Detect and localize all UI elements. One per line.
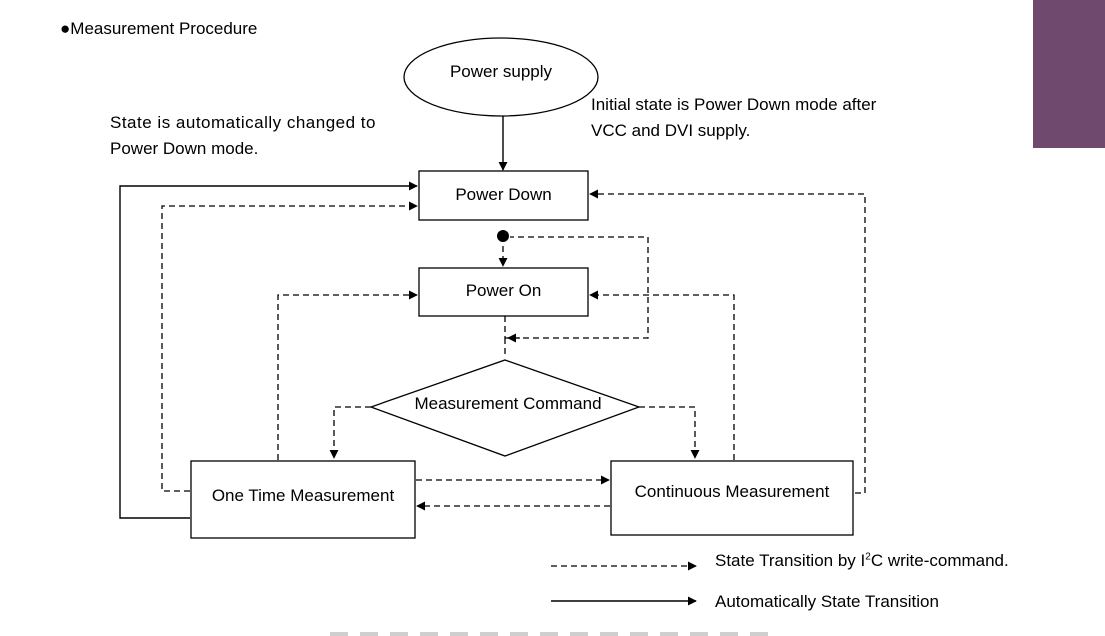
edge-poweron-loop-back — [504, 236, 649, 339]
one-time-measurement-node — [190, 460, 416, 539]
legend-dashed-label: State Transition by I2C write-command. — [715, 548, 1009, 574]
note-initial-state: Initial state is Power Down mode after V… — [591, 92, 876, 144]
note-initial-line1: Initial state is Power Down mode after — [591, 95, 877, 114]
corner-accent-tab — [1033, 0, 1105, 148]
edge-command-to-onetime — [329, 406, 371, 459]
section-heading: ●Measurement Procedure — [60, 16, 257, 42]
edge-onetime-to-poweron — [277, 290, 418, 460]
continuous-measurement-node — [610, 460, 854, 536]
note-auto-change-line2: Power Down mode. — [110, 139, 259, 158]
cropped-footer-strip — [330, 632, 780, 636]
one-time-measurement-label: One Time Measurement — [211, 486, 395, 505]
note-auto-change-line1: State is automatically changed to — [110, 113, 376, 132]
edge-onetime-to-powerdown — [161, 201, 418, 492]
legend-dashed-sup: 2 — [865, 551, 871, 563]
power-down-node — [418, 170, 589, 221]
note-auto-change: State is automatically changed to Power … — [110, 110, 376, 162]
power-on-node — [418, 267, 589, 317]
branch-dot — [497, 230, 509, 242]
note-initial-line2: VCC and DVI supply. — [591, 121, 751, 140]
edge-continuous-to-poweron — [589, 290, 735, 460]
continuous-measurement-label: Continuous Measurement — [634, 482, 830, 501]
legend-dashed-pre: State Transition by I — [715, 551, 866, 570]
power-supply-label: Power supply — [449, 62, 553, 81]
power-down-label: Power Down — [455, 185, 552, 204]
heading-bullet: ● — [60, 19, 71, 38]
legend-solid-label: Automatically State Transition — [715, 592, 939, 611]
heading-text: Measurement Procedure — [70, 19, 258, 38]
power-supply-node — [403, 37, 599, 117]
power-on-label: Power On — [465, 281, 542, 300]
edge-command-to-continuous — [639, 406, 700, 459]
edge-continuous-to-powerdown — [589, 189, 866, 494]
edge-onetime-auto-to-powerdown — [119, 181, 418, 519]
measurement-command-node — [369, 359, 641, 457]
legend-dashed-post: C write-command. — [870, 551, 1009, 570]
measurement-command-label: Measurement Command — [414, 394, 602, 413]
